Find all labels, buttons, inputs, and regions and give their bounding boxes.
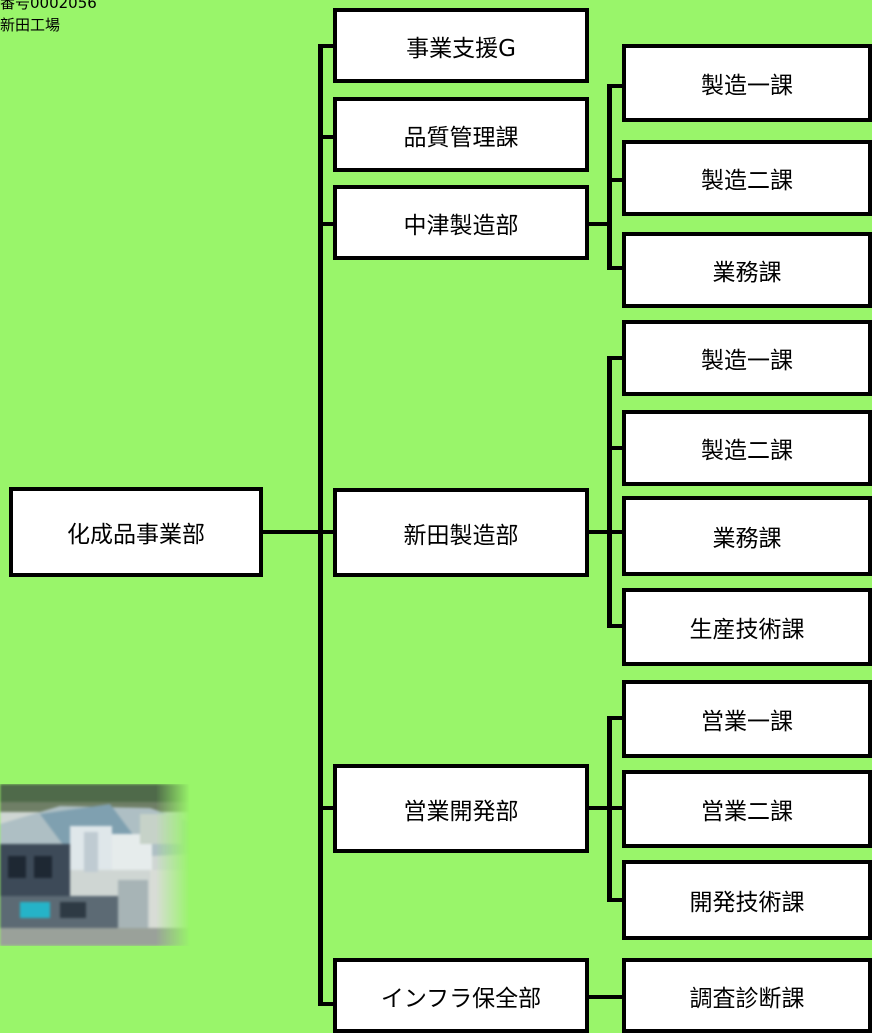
nakatsu-tick-2 — [607, 178, 624, 182]
dept-box-nakatsu-mfg: 中津製造部 — [333, 185, 589, 260]
section-label: 営業二課 — [701, 799, 793, 825]
nitta-tick-3 — [607, 530, 624, 534]
section-box-nitta-ops: 業務課 — [622, 496, 872, 576]
root-connector — [262, 530, 320, 534]
section-label: 製造一課 — [701, 348, 793, 374]
factory-photo — [0, 784, 190, 946]
dept-label: 新田製造部 — [403, 522, 519, 549]
factory-name: 新田工場 — [0, 16, 61, 34]
section-box-devtech: 開発技術課 — [622, 860, 872, 940]
trunk-tick-5 — [318, 806, 334, 810]
section-label: 製造二課 — [701, 438, 793, 464]
nitta-trunk — [607, 356, 612, 628]
sales-tick-2 — [607, 806, 624, 810]
dept-box-sales-dev: 営業開発部 — [333, 764, 589, 853]
trunk-tick-6 — [318, 1002, 334, 1006]
dept-label: 営業開発部 — [403, 798, 519, 825]
sales-connector — [588, 806, 611, 810]
section-label: 業務課 — [712, 260, 782, 286]
nitta-tick-4 — [607, 624, 624, 628]
dept-label: 品質管理課 — [403, 124, 519, 151]
section-box-nakatsu-mfg1: 製造一課 — [622, 44, 872, 122]
section-box-sales2: 営業二課 — [622, 770, 872, 848]
section-box-nakatsu-ops: 業務課 — [622, 232, 872, 308]
nitta-connector — [588, 530, 611, 534]
section-label: 営業一課 — [701, 709, 793, 735]
main-trunk — [318, 44, 323, 1006]
section-label: 生産技術課 — [689, 617, 805, 643]
section-label: 製造一課 — [701, 73, 793, 99]
nakatsu-connector — [588, 222, 611, 226]
infra-connector — [588, 995, 624, 999]
sales-tick-1 — [607, 716, 624, 720]
section-label: 開発技術課 — [689, 890, 805, 916]
dept-box-business-support: 事業支援G — [333, 8, 589, 83]
dept-box-infra: インフラ保全部 — [333, 958, 589, 1033]
root-box-kaseihin: 化成品事業部 — [9, 487, 263, 577]
nakatsu-trunk — [607, 84, 612, 270]
section-label: 製造二課 — [701, 168, 793, 194]
section-box-survey-diagnosis: 調査診断課 — [622, 958, 872, 1033]
document-number: 番号0002056 — [0, 0, 97, 12]
trunk-tick-1 — [318, 44, 334, 48]
trunk-tick-4 — [318, 530, 334, 534]
dept-label: 事業支援G — [406, 35, 516, 62]
dept-box-quality-control: 品質管理課 — [333, 97, 589, 172]
section-box-nitta-mfg1: 製造一課 — [622, 320, 872, 396]
sales-tick-3 — [607, 898, 624, 902]
nitta-tick-1 — [607, 356, 624, 360]
dept-label: インフラ保全部 — [380, 985, 542, 1012]
nitta-tick-2 — [607, 446, 624, 450]
dept-box-nitta-mfg: 新田製造部 — [333, 488, 589, 577]
document-caption: 番号0002056 新田工場 — [0, 0, 97, 36]
section-box-sales1: 営業一課 — [622, 680, 872, 758]
trunk-tick-3 — [318, 222, 334, 226]
trunk-tick-2 — [318, 135, 334, 139]
section-label: 調査診断課 — [689, 985, 805, 1012]
root-label: 化成品事業部 — [67, 522, 205, 548]
section-box-nitta-mfg2: 製造二課 — [622, 410, 872, 486]
dept-label: 中津製造部 — [403, 212, 519, 239]
nakatsu-tick-1 — [607, 84, 624, 88]
nakatsu-tick-3 — [607, 266, 624, 270]
section-label: 業務課 — [712, 526, 782, 552]
section-box-nitta-prodtech: 生産技術課 — [622, 588, 872, 666]
section-box-nakatsu-mfg2: 製造二課 — [622, 140, 872, 216]
